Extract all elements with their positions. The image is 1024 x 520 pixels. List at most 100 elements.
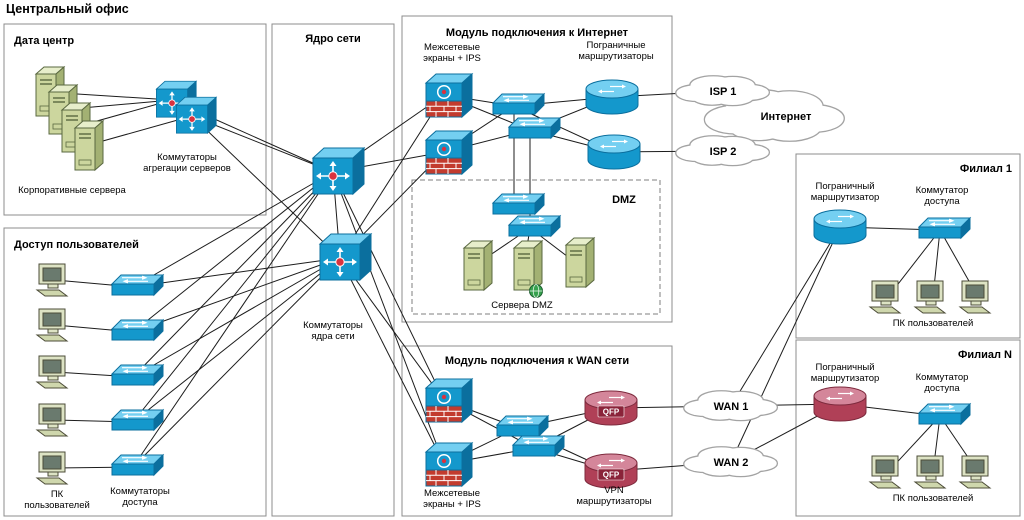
edge-acc-switch-1--core-switch-2: [132, 257, 341, 288]
agg-switch-2-icon: [175, 96, 218, 135]
vpn-router-2-icon: QFP: [584, 453, 638, 489]
border-router-1-icon: [585, 79, 639, 115]
wan-switch-2-icon: [511, 434, 566, 458]
edge-agg-switch-2--core-switch-2: [191, 115, 341, 259]
edge-wan2--br1-router: [730, 226, 841, 463]
cloud-label-wan1: WAN 1: [714, 401, 749, 413]
edge-core-switch-1--wan-fw-1: [332, 171, 445, 401]
brn-pc-3-icon: [958, 455, 992, 489]
edge-acc-switch-4--core-switch-1: [132, 171, 334, 423]
user-pc-5-icon: [35, 451, 69, 485]
vpn-router-1-icon: QFP: [584, 390, 638, 426]
dmz-server-1-icon: [462, 239, 494, 292]
label-br1-pcs: ПК пользователей: [893, 318, 974, 329]
wan-fw-1-icon: [424, 377, 474, 424]
core-switch-1-icon: [311, 146, 366, 196]
edge-acc-switch-2--core-switch-2: [132, 257, 341, 333]
dmz-switch-1-icon: [491, 192, 546, 216]
core-switch-2-icon: [318, 232, 373, 282]
box-data-center-border: [3, 23, 267, 216]
brn-switch-icon: [917, 402, 972, 426]
box-title-internet-module: Модуль подключения к Интернет: [446, 27, 629, 39]
brn-pc-1-icon: [868, 455, 902, 489]
inet-switch-1-icon: [491, 92, 546, 116]
acc-switch-4-icon: [110, 408, 165, 432]
br1-router-icon: [813, 209, 867, 245]
edge-acc-switch-2--core-switch-1: [132, 171, 334, 333]
edge-wan1--br1-router: [730, 226, 841, 407]
cloud-isp1: ISP 1: [675, 75, 771, 107]
wan-switch-1-icon: [495, 414, 550, 438]
box-title-branch-1: Филиал 1: [960, 163, 1012, 175]
edge-acc-switch-3--core-switch-2: [132, 257, 341, 378]
box-title-wan-module: Модуль подключения к WAN сети: [445, 355, 629, 367]
cloud-wan2: WAN 2: [683, 446, 779, 478]
inet-fw-1-icon: [424, 72, 474, 119]
dmz-globe-icon: [529, 284, 543, 298]
qfp-badge-label: QFP: [603, 471, 620, 480]
cloud-label-isp1: ISP 1: [710, 86, 737, 98]
user-pc-1-icon: [35, 263, 69, 297]
acc-switch-3-icon: [110, 363, 165, 387]
clouds-layer: ISP 1 ISP 2 WAN 1 WAN 2: [675, 75, 779, 478]
br1-switch-icon: [917, 216, 972, 240]
dmz-server-3-icon: [564, 236, 596, 289]
edge-core-switch-2--inet-fw-1: [339, 94, 445, 259]
qfp-badge-label: QFP: [603, 408, 620, 417]
dmz-switch-2-icon: [507, 214, 562, 238]
br1-pc-1-icon: [868, 280, 902, 314]
cloud-label-isp2: ISP 2: [710, 146, 737, 158]
brn-router-icon: [813, 386, 867, 422]
dc-server-4-icon: [73, 119, 105, 172]
edge-core-switch-2--wan-fw-2: [339, 257, 445, 465]
box-title-data-center: Дата центр: [14, 35, 74, 47]
cloud-label-internet: Интернет: [761, 111, 812, 123]
user-pc-4-icon: [35, 403, 69, 437]
cloud-label-wan2: WAN 2: [714, 457, 749, 469]
cloud-wan1: WAN 1: [683, 390, 779, 422]
acc-switch-5-icon: [110, 453, 165, 477]
wan-fw-2-icon: [424, 441, 474, 488]
edge-acc-switch-5--core-switch-2: [132, 257, 341, 468]
cloud-internet: Интернет: [703, 88, 845, 142]
cloud-isp2: ISP 2: [675, 135, 771, 167]
box-title-user-access: Доступ пользователей: [14, 239, 139, 251]
border-router-2-icon: [587, 134, 641, 170]
inet-fw-2-icon: [424, 129, 474, 176]
br1-pc-2-icon: [913, 280, 947, 314]
label-brn-pcs: ПК пользователей: [893, 493, 974, 504]
box-title-branch-n: Филиал N: [958, 349, 1012, 361]
edge-acc-switch-4--core-switch-2: [132, 257, 341, 423]
user-pc-2-icon: [35, 308, 69, 342]
br1-pc-3-icon: [958, 280, 992, 314]
page-title: Центральный офис: [6, 2, 129, 16]
dmz-server-2-icon: [512, 239, 544, 292]
box-data-center: Дата центр: [3, 23, 267, 216]
box-title-core: Ядро сети: [305, 33, 361, 45]
edge-acc-switch-5--core-switch-1: [132, 171, 334, 468]
edge-core-switch-2--wan-fw-1: [339, 257, 445, 401]
acc-switch-2-icon: [110, 318, 165, 342]
edge-acc-switch-3--core-switch-1: [132, 171, 334, 378]
user-pc-3-icon: [35, 355, 69, 389]
label-corp-servers: Корпоративные сервера: [18, 185, 126, 196]
brn-pc-2-icon: [913, 455, 947, 489]
acc-switch-1-icon: [110, 273, 165, 297]
background-clouds-layer: Интернет: [703, 88, 845, 142]
label-dmz: DMZ: [612, 194, 636, 206]
label-dmz-servers: Сервера DMZ: [491, 300, 553, 311]
inet-switch-2-icon: [507, 116, 562, 140]
